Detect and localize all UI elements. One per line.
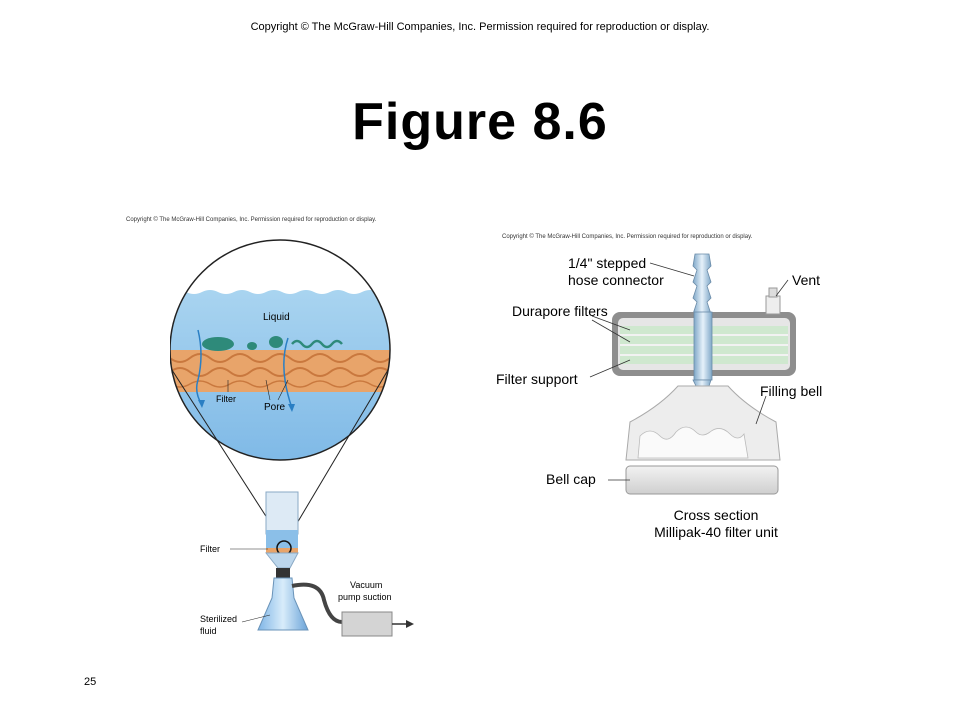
hose-connector-label-line1: 1/4" stepped bbox=[568, 255, 646, 271]
filter-support-label: Filter support bbox=[496, 371, 578, 387]
filter-label: Filter bbox=[200, 544, 220, 554]
bacterium-rod-icon bbox=[202, 337, 234, 351]
millipak-cross-section-illustration: 1/4" stepped hose connector Vent Durapor… bbox=[496, 253, 822, 540]
sterilized-label-line1: Sterilized bbox=[200, 614, 237, 624]
stopper bbox=[276, 568, 290, 578]
durapore-filters-label: Durapore filters bbox=[512, 303, 608, 319]
copyright-notice: Copyright © The McGraw-Hill Companies, I… bbox=[250, 21, 710, 33]
caption-line2: Millipak-40 filter unit bbox=[654, 524, 778, 540]
pore-label: Pore bbox=[264, 402, 286, 413]
filter-inset-label: Filter bbox=[216, 394, 236, 404]
vent-label: Vent bbox=[792, 272, 820, 288]
right-figure-copyright: Copyright © The McGraw-Hill Companies, I… bbox=[502, 234, 753, 240]
vent-cap bbox=[765, 295, 781, 315]
left-figure-copyright: Copyright © The McGraw-Hill Companies, I… bbox=[126, 217, 377, 223]
bacterium-coccus-icon bbox=[247, 342, 257, 350]
flask bbox=[257, 577, 309, 631]
vacuum-pump bbox=[341, 611, 393, 637]
liquid-label: Liquid bbox=[263, 312, 290, 323]
bell-cap bbox=[625, 465, 779, 495]
bacterium-icon bbox=[269, 336, 283, 348]
spirillum-icon bbox=[291, 339, 343, 349]
vacuum-label-line1: Vacuum bbox=[350, 580, 382, 590]
vacuum-label-line2: pump suction bbox=[338, 592, 392, 602]
bell-cap-label: Bell cap bbox=[546, 471, 596, 487]
filling-bell-label: Filling bell bbox=[760, 383, 822, 399]
filter-funnel bbox=[265, 491, 299, 535]
slide-title: Figure 8.6 bbox=[352, 93, 608, 151]
sterilized-label-line2: fluid bbox=[200, 626, 217, 636]
arrow-right-icon bbox=[406, 620, 414, 628]
filtration-apparatus-illustration: Liquid Filter Pore Filter Vacuum pump su… bbox=[170, 239, 414, 637]
caption-line1: Cross section bbox=[674, 507, 759, 523]
slide-number: 25 bbox=[84, 676, 97, 688]
hose-connector-label-line2: hose connector bbox=[568, 272, 664, 288]
hose-connector-top bbox=[692, 253, 712, 315]
